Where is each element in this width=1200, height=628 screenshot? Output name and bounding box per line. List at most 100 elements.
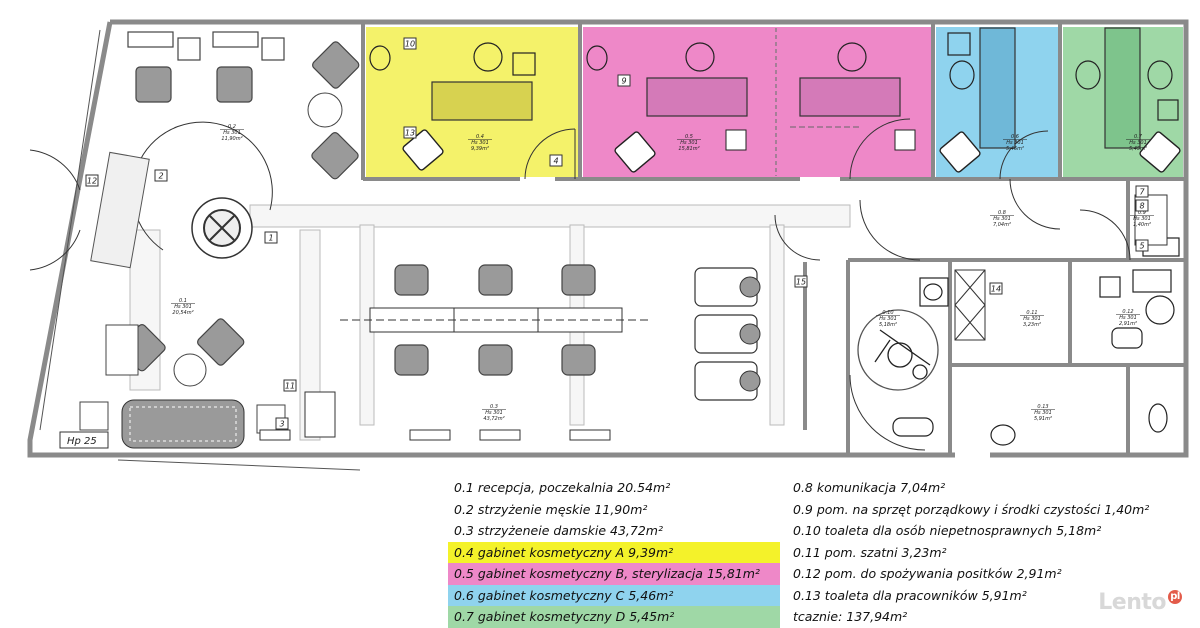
item-number-box xyxy=(154,169,168,182)
legend-left: 0.1 recepcja, poczekalnia 20.54m² 0.2 str… xyxy=(448,477,780,628)
room-tag-norm: Hs 301 xyxy=(1034,410,1052,416)
room-tag-norm: Hs 301 xyxy=(680,140,698,146)
room-tag-norm: Hs 301 xyxy=(174,304,192,310)
interior-walls xyxy=(361,24,1186,455)
item-number-box xyxy=(85,174,99,187)
cabinet xyxy=(79,401,109,431)
room-tag-id: 0.2 xyxy=(228,124,236,130)
wash-units xyxy=(694,267,758,401)
room-tag-id: 0.10 xyxy=(882,310,893,316)
room-tag-id: 0.8 xyxy=(998,210,1006,216)
item-number: 1 xyxy=(268,234,273,243)
item-number: 7 xyxy=(1139,188,1145,197)
room-tag-area: 7,04m² xyxy=(993,222,1011,228)
treatment-beds xyxy=(431,27,1141,149)
room-tag-area: 5,91m² xyxy=(1034,416,1052,422)
sofa-pattern xyxy=(129,406,237,442)
room-tag-area: 11,90m² xyxy=(221,136,242,142)
room-tag-norm: Hs 301 xyxy=(1129,140,1147,146)
room-tag-norm: Hs 301 xyxy=(1133,216,1151,222)
room-tag-norm: Hs 301 xyxy=(1006,140,1024,146)
room-tag-id: 0.3 xyxy=(490,404,498,410)
room-tag-id: 0.7 xyxy=(1134,134,1143,140)
item-number: 2 xyxy=(158,172,163,181)
item-number-box xyxy=(989,282,1003,295)
legend-item: 0.9 pom. na sprzęt porządkowy i środki c… xyxy=(793,501,1150,517)
room-tag-area: 43,72m² xyxy=(483,416,504,422)
room-tag-id: 0.13 xyxy=(1037,404,1048,410)
locker-block xyxy=(954,269,986,341)
item-number-box xyxy=(617,74,631,87)
room-tag-id: 0.5 xyxy=(685,134,693,140)
item-number-box xyxy=(549,154,563,167)
beauty-armchairs xyxy=(402,129,1181,173)
item-number: 9 xyxy=(621,77,626,86)
room-tag-area: 2,91m² xyxy=(1119,321,1137,327)
item-number-box xyxy=(283,379,297,392)
item-number: 11 xyxy=(285,382,295,391)
room-tag-norm: Hs 301 xyxy=(1023,316,1041,322)
styling-chairs xyxy=(394,264,596,376)
item-number: 8 xyxy=(1139,202,1144,211)
legend-item: 0.10 toaleta dla osób niepetnosprawnych … xyxy=(793,523,1102,538)
room-tag-id: 0.1 xyxy=(179,298,187,304)
room-tag-id: 0.12 xyxy=(1122,309,1133,315)
room-tag-area: 20,54m² xyxy=(172,310,193,316)
item-number: 10 xyxy=(405,40,415,49)
facade-line xyxy=(39,29,361,471)
item-number-box xyxy=(403,126,417,139)
side-table xyxy=(307,92,343,128)
item-number-box xyxy=(794,275,808,288)
item-number: 4 xyxy=(553,157,558,166)
room-tag-area: 5,18m² xyxy=(879,322,897,328)
room-tag-norm: Hs 301 xyxy=(223,130,241,136)
entrance-label: Hp 25 xyxy=(67,436,97,447)
sofa xyxy=(121,399,245,449)
legend-item: 0.13 toaleta dla pracowników 5,91m² xyxy=(793,587,1027,603)
legend-item: 0.4 gabinet kosmetyczny A 9,39m² xyxy=(448,541,780,563)
item-number: 5 xyxy=(1139,242,1144,251)
armchairs xyxy=(118,31,360,372)
legend-item: 0.8 komunikacja 7,04m² xyxy=(793,480,946,495)
shelving-11 xyxy=(304,391,336,438)
room-tag-norm: Hs 301 xyxy=(471,140,489,146)
item-number: 14 xyxy=(991,285,1001,294)
item-number: 13 xyxy=(405,129,415,138)
counter xyxy=(90,151,150,269)
room-tag-norm: Hs 301 xyxy=(879,316,897,322)
room-tag-norm: Hs 301 xyxy=(993,216,1011,222)
legend-item: 0.5 gabinet kosmetyczny B, sterylizacja … xyxy=(448,563,780,585)
legend-item: 0.7 gabinet kosmetyczny D 5,45m² xyxy=(448,606,780,628)
legend-right: 0.8 komunikacja 7,04m² 0.9 pom. na sprzęt… xyxy=(787,477,1155,628)
legend-item: 0.2 strzyżenie męskie 11,90m² xyxy=(454,501,648,517)
item-number-box xyxy=(1135,185,1149,198)
room-tag-id: 0.11 xyxy=(1026,310,1037,316)
room-tag-area: 3,23m² xyxy=(1023,322,1041,328)
legend-item: 0.12 pom. do spożywania positków 2,91m² xyxy=(793,566,1062,581)
door-mat xyxy=(105,324,139,376)
item-number-box xyxy=(1135,239,1149,252)
entrance-label-box xyxy=(59,431,109,449)
room-tag-norm: Hs 301 xyxy=(1119,315,1137,321)
item-number-box xyxy=(1135,199,1149,212)
side-table-2 xyxy=(173,353,207,387)
radiators xyxy=(259,429,611,441)
room-tag-id: 0.9 xyxy=(1138,210,1146,216)
item-number: 15 xyxy=(796,278,806,287)
legend-item: 0.1 recepcja, poczekalnia 20.54m² xyxy=(454,480,671,495)
room-tag-norm: Hs 301 xyxy=(485,410,503,416)
wheelchair-icon xyxy=(857,309,939,391)
item-number-box xyxy=(264,231,278,244)
item-number: 3 xyxy=(279,420,284,429)
room-tag-id: 0.6 xyxy=(1011,134,1019,140)
legend-item: 0.11 pom. szatni 3,23m² xyxy=(793,544,947,560)
room-tag-area: 15,81m² xyxy=(678,146,699,152)
item-number: 12 xyxy=(87,177,97,186)
sanitary xyxy=(892,237,1180,446)
room-tag-area: 1,40m² xyxy=(1133,222,1151,228)
item-number-box xyxy=(403,37,417,50)
